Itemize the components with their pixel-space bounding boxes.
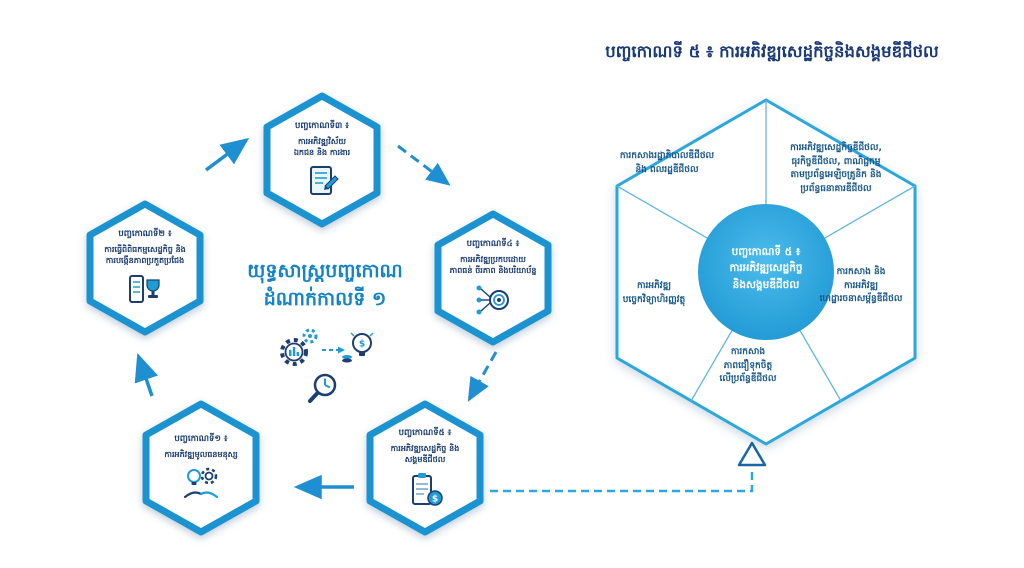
hexagon-title: បញ្ចកោណទី១ ៖: [174, 433, 228, 444]
hexagon-label: ការអភិវឌ្ឍមូលធនមនុស្ស: [164, 449, 238, 459]
cycle-arrow-2-to-3: [204, 137, 250, 172]
dashed-connector: [490, 471, 754, 493]
hexagon-label: ការអភិវឌ្ឍវិស័យ ឯកជន និង ការងារ: [293, 136, 351, 158]
svg-text:$: $: [432, 495, 438, 505]
magnifier-clock-icon: [308, 373, 337, 403]
clipboard-coin-icon: $: [412, 473, 443, 506]
sector-fintech: ការអភិវឌ្ឍ បច្ចេកវិទ្យាហិរញ្ញវត្ថុ: [622, 281, 686, 305]
pentagon5-hexagon: [615, 98, 917, 446]
pentagon-hex-5: បញ្ចកោណទី៥ ៖ ការអភិវឌ្ឍសេដ្ឋកិច្ច និង សង…: [362, 398, 488, 538]
resilience-network-icon: [476, 285, 509, 315]
pentagon-hex-4: បញ្ចកោណទី៤ ៖ ការអភិវឌ្ឍប្រកបដោយ ភាពធន់ ច…: [430, 208, 556, 348]
hexagon-label: ការធ្វើពិពិធកម្មសេដ្ឋកិច្ច និង ការបង្កើន…: [104, 244, 186, 266]
sector-digital-infrastructure: ការកសាង និង ការអភិវឌ្ឍ ហេដ្ឋារចនាសម្ព័ន្…: [819, 267, 903, 304]
cycle-arrow-1-to-2: [134, 353, 158, 397]
bulb-coin-icon: $: [342, 332, 374, 363]
pentagon-hex-3: បញ្ចកោណទី៣ ៖ ការអភិវឌ្ឍវិស័យ ឯកជន និង កា…: [259, 90, 385, 230]
gears-chart-icon: [280, 328, 318, 366]
hexagon-label: ការអភិវឌ្ឍប្រកបដោយ ភាពធន់ ចីរភាព និងបរិយ…: [449, 254, 537, 276]
hexagon-title: បញ្ចកោណទី៤ ៖: [466, 238, 520, 249]
cycle-arrow-4-to-5: [467, 351, 498, 402]
hexagon-shape: [434, 210, 552, 346]
pentagon5-heading: បញ្ចកោណទី ៥ ៖ ការអភិវឌ្ឍសេដ្ឋកិច្ចនិងសង្…: [605, 42, 939, 61]
pentagon-hex-2: បញ្ចកោណទី២ ៖ ការធ្វើពិពិធកម្មសេដ្ឋកិច្ច …: [82, 198, 208, 338]
hexagon-shape: [142, 400, 260, 536]
sector-digital-economy: ការអភិវឌ្ឍសេដ្ឋកិច្ចឌីជីថល, ធុរកិច្ចឌីជី…: [790, 143, 882, 194]
pentagon5-center-circle: [698, 204, 834, 340]
pentagon-hex-1: បញ្ចកោណទី១ ៖ ការអភិវឌ្ឍមូលធនមនុស្ស: [138, 398, 264, 538]
sector-digital-government: ការកសាងរដ្ឋាភិបាលឌីជីថល និង ពលរដ្ឋឌីជីថល: [619, 151, 715, 175]
hexagon-title: បញ្ចកោណទី៣ ៖: [294, 120, 349, 131]
pentagon5-diagram: ការកសាងរដ្ឋាភិបាលឌីជីថល និង ពលរដ្ឋឌីជីថល…: [594, 84, 938, 460]
sector-digital-trust: ការកសាង ភាពជឿទុកចិត្ត លើប្រព័ន្ធឌីជីថល: [719, 347, 777, 384]
trophy-checklist-icon: [129, 275, 160, 304]
strategy-icons-cluster: $: [280, 328, 374, 403]
svg-text:$: $: [359, 340, 365, 350]
pentagon5-center-label: បញ្ចកោណទី ៥ ៖ ការអភិវឌ្ឍសេដ្ឋកិច្ច និងសង…: [729, 246, 803, 291]
hexagon-shape: [86, 200, 204, 336]
hexagon-shape: [263, 92, 381, 228]
cycle-arrow-3-to-4: [397, 144, 451, 186]
hexagon-title: បញ្ចកោណទី២ ៖: [118, 228, 172, 239]
hexagon-label: ការអភិវឌ្ឍសេដ្ឋកិច្ច និង សង្គមឌីជីថល: [390, 443, 460, 465]
hexagon-shape: [366, 400, 484, 536]
hexagon-title: បញ្ចកោណទី៥ ៖: [398, 427, 452, 438]
arrow-right-icon: [322, 346, 345, 354]
document-pen-icon: [310, 166, 339, 196]
bulb-gear-hands-icon: [183, 467, 219, 499]
cycle-center-title: យុទ្ធសាស្ត្របញ្ចកោណ ដំណាក់កាលទី ១: [247, 260, 403, 310]
